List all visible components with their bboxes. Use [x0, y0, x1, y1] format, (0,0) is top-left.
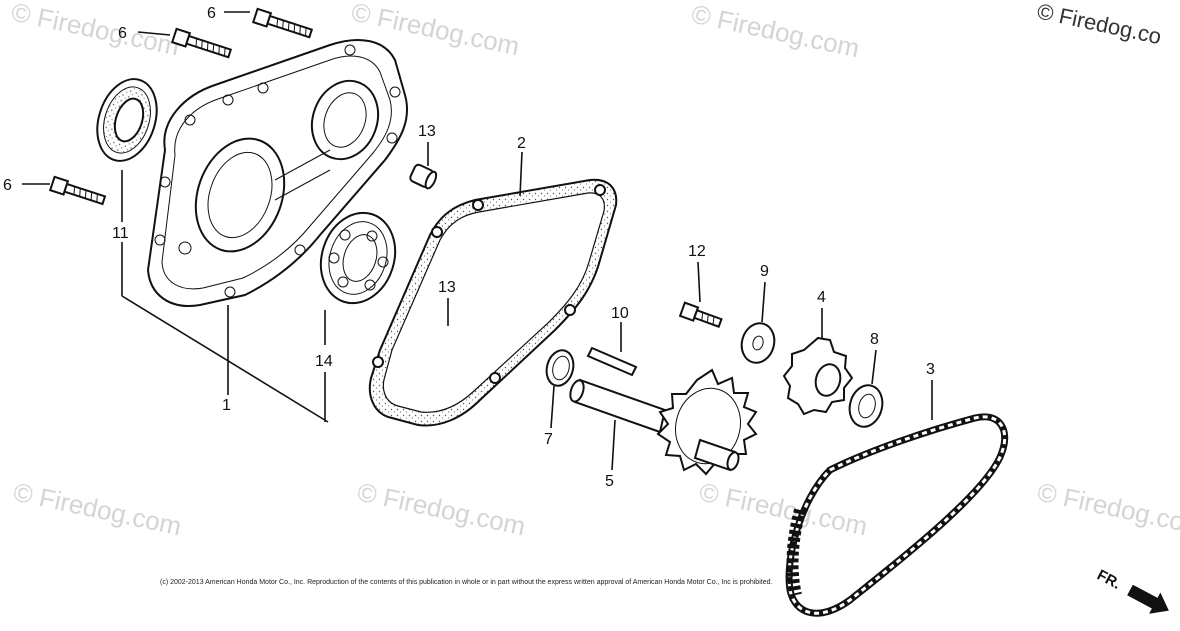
callout-14: 14	[315, 353, 333, 370]
watermark-3: © Firedog.com	[689, 0, 862, 63]
callout-2: 2	[517, 135, 526, 152]
chain-part	[785, 413, 1009, 617]
case-cover-part	[146, 39, 409, 307]
ring-part	[545, 349, 575, 387]
oil-seal-part	[96, 78, 158, 162]
callout-7: 7	[544, 431, 553, 448]
key-part	[586, 346, 638, 377]
callout-13-upper: 13	[418, 123, 436, 140]
watermark-4: © Firedog.co	[1035, 0, 1164, 49]
callout-5: 5	[605, 473, 614, 490]
leader-lines	[22, 11, 933, 471]
small-sprocket-part	[782, 336, 854, 416]
washer-part-2	[848, 384, 884, 428]
callout-3: 3	[926, 361, 935, 378]
callout-11: 11	[112, 225, 129, 242]
front-label: FR.	[1094, 567, 1123, 593]
callout-13-lower: 13	[438, 279, 456, 296]
callout-6-left: 6	[3, 177, 12, 194]
callout-1: 1	[222, 397, 231, 414]
watermark-7: © Firedog.com	[697, 477, 870, 542]
callout-4: 4	[817, 289, 826, 306]
bolt-parts	[48, 7, 314, 206]
callout-6-upper-left: 6	[118, 25, 127, 42]
shaft-sprocket-part	[569, 368, 758, 476]
front-direction-marker: FR.	[1094, 567, 1169, 614]
watermark-8: © Firedog.co	[1035, 477, 1180, 537]
callout-6-top: 6	[207, 5, 216, 22]
gasket-part	[368, 178, 618, 427]
watermark-1: © Firedog.com	[9, 0, 182, 61]
callout-8: 8	[870, 331, 879, 348]
small-bolt-part	[678, 301, 723, 328]
copyright-notice: (c) 2002-2013 American Honda Motor Co., …	[160, 579, 772, 586]
callout-12: 12	[688, 243, 706, 260]
callout-10: 10	[611, 305, 629, 322]
callout-9: 9	[760, 263, 769, 280]
watermark-5: © Firedog.com	[11, 477, 184, 542]
watermark-6: © Firedog.com	[355, 477, 528, 542]
bearing-part	[319, 211, 397, 305]
callout-labels: 6 6 6 11 1 13 13 2 14 12 9 4 8 3 10 7 5	[3, 5, 935, 490]
washer-part	[740, 322, 776, 364]
front-arrow-icon	[1127, 584, 1169, 614]
